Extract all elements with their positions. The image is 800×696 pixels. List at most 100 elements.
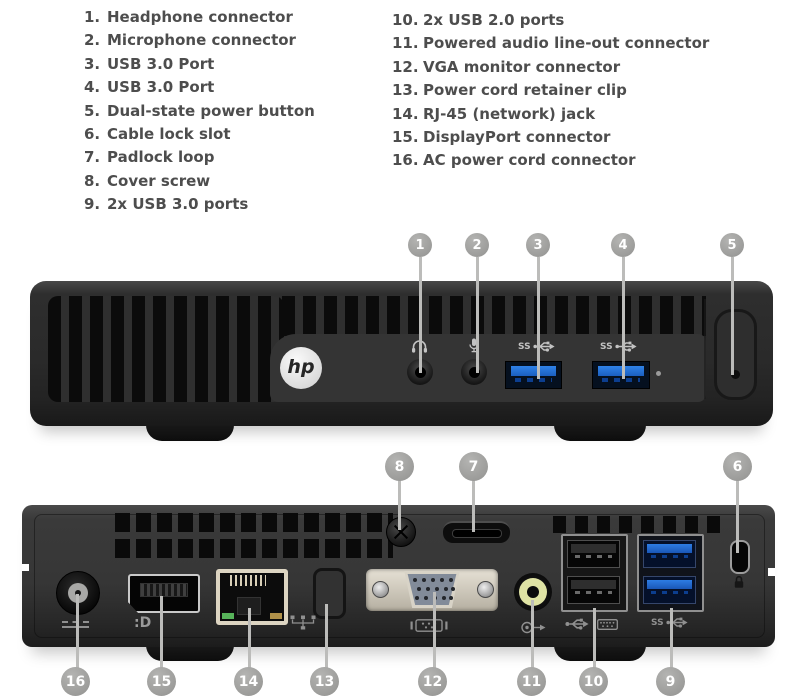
rj45-jack	[216, 569, 288, 625]
usb2-port-stack	[561, 534, 628, 612]
callout-9: 9	[656, 667, 685, 696]
callout-13: 13	[310, 667, 339, 696]
leader-line-3	[537, 257, 540, 379]
microphone-jack	[461, 359, 487, 385]
leader-line-16	[76, 594, 79, 670]
leader-line-2	[476, 257, 479, 373]
back-edge-notch-left	[22, 564, 29, 571]
legend-item-number: 2.	[84, 31, 101, 50]
usb3-tongue	[647, 580, 692, 589]
usb3-badge-text: SS	[518, 341, 531, 352]
leader-line-10	[593, 608, 596, 670]
power-button-dot	[731, 370, 740, 379]
dc-solid-line	[62, 626, 89, 628]
legend-item: 8.Cover screw	[84, 170, 315, 193]
legend-item-label: Padlock loop	[107, 148, 215, 167]
dc-power-icon	[62, 621, 89, 628]
leader-line-4	[622, 257, 625, 379]
vga-icon	[410, 619, 448, 632]
callout-4: 4	[611, 233, 635, 257]
callout-number: 11	[521, 673, 542, 690]
legend-item-label: Power cord retainer clip	[423, 81, 627, 100]
callout-5: 5	[720, 233, 744, 257]
usb3-port-stack	[637, 534, 704, 612]
legend-item: 3.USB 3.0 Port	[84, 53, 315, 76]
usb3-badge-text: SS	[600, 341, 613, 352]
padlock-icon	[733, 575, 745, 589]
vga-screw-left	[372, 581, 389, 598]
legend-left-column: 1.Headphone connector 2.Microphone conne…	[84, 6, 315, 217]
legend-item-label: DisplayPort connector	[423, 128, 611, 147]
cable-lock-slot	[730, 540, 750, 574]
legend-item-number: 4.	[84, 78, 101, 97]
cover-screw	[386, 517, 416, 547]
vga-screw-right	[477, 581, 494, 598]
callout-number: 3	[533, 237, 543, 253]
front-foot-left	[146, 424, 234, 441]
callout-12: 12	[418, 667, 447, 696]
front-vent-grille	[48, 296, 284, 402]
usb-trident-glyph	[665, 617, 688, 628]
microphone-jack-hole	[468, 366, 480, 378]
back-vent-grid-left	[115, 513, 393, 558]
legend-item-label: Cover screw	[107, 171, 211, 190]
legend-item: 11.Powered audio line-out connector	[392, 32, 709, 55]
usb2-pins	[575, 555, 612, 558]
usb3-badge-text: SS	[651, 617, 664, 628]
callout-2: 2	[465, 233, 489, 257]
back-foot-right	[554, 645, 646, 661]
displayport-pins	[140, 583, 188, 597]
leader-line-11	[531, 600, 534, 670]
hp-logo-text: hp	[287, 356, 315, 378]
callout-16: 16	[61, 667, 90, 696]
legend-item-label: USB 3.0 Port	[107, 78, 215, 97]
keyboard-icon	[597, 619, 618, 630]
padlock-loop	[443, 521, 510, 543]
leader-line-15	[160, 596, 163, 670]
legend-item: 12.VGA monitor connector	[392, 56, 709, 79]
usb3-port-2	[592, 361, 650, 389]
legend-item: 9.2x USB 3.0 ports	[84, 193, 315, 216]
legend-item-label: Powered audio line-out connector	[423, 34, 710, 53]
callout-number: 4	[618, 237, 628, 253]
callout-11: 11	[517, 667, 546, 696]
callout-8: 8	[385, 452, 414, 481]
callout-number: 7	[468, 458, 479, 475]
usb-icon	[565, 618, 589, 630]
leader-line-8	[398, 480, 401, 530]
usb3-pins	[515, 378, 552, 382]
callout-number: 5	[727, 237, 737, 253]
legend-item: 15.DisplayPort connector	[392, 126, 709, 149]
callout-number: 14	[238, 673, 259, 690]
legend-item-label: Dual-state power button	[107, 101, 315, 120]
rj45-led-amber	[270, 613, 282, 619]
usb-trident-glyph	[532, 341, 555, 352]
power-cord-retainer-clip	[313, 568, 346, 619]
front-led	[656, 371, 661, 376]
legend-item-label: RJ-45 (network) jack	[423, 104, 596, 123]
leader-line-6	[736, 480, 739, 553]
callout-number: 9	[665, 673, 676, 690]
legend-item: 2.Microphone connector	[84, 29, 315, 52]
vga-connector	[366, 569, 498, 611]
legend-item-number: 13.	[392, 81, 419, 100]
leader-line-5	[731, 257, 734, 375]
legend-item: 1.Headphone connector	[84, 6, 315, 29]
power-connector-pin	[75, 590, 81, 596]
callout-number: 2	[472, 237, 482, 253]
legend-item-number: 9.	[84, 195, 101, 214]
legend-item-number: 10.	[392, 11, 419, 29]
vga-pins	[413, 578, 417, 582]
usb2-tongue	[571, 580, 616, 589]
callout-10: 10	[579, 667, 608, 696]
back-foot-left	[146, 645, 234, 661]
usb2-port-top	[567, 540, 620, 568]
callout-6: 6	[723, 452, 752, 481]
callout-number: 16	[65, 673, 86, 690]
leader-line-1	[419, 257, 422, 373]
legend-item-number: 12.	[392, 57, 419, 76]
usb3-port-bottom	[643, 576, 696, 604]
callout-number: 1	[415, 237, 425, 253]
usb2-tongue	[571, 544, 616, 553]
